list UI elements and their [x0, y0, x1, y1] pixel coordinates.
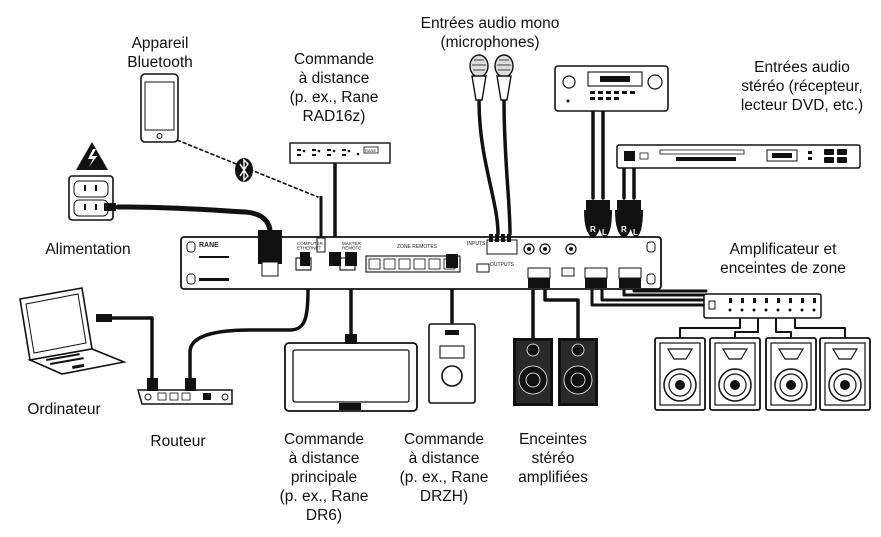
zone-speaker-wire-4	[794, 317, 846, 339]
label-power: Alimentation	[45, 241, 131, 258]
zone-speaker-4	[819, 337, 871, 411]
zone-speaker-wire-1	[679, 317, 741, 339]
rca-l-2: L	[633, 228, 638, 237]
main-remote-dr6	[284, 334, 418, 412]
computer-cable	[110, 316, 154, 380]
zone-amplifier	[703, 293, 822, 319]
rca-connectors: R L R L	[584, 200, 643, 238]
device-brand: RANE	[199, 242, 219, 249]
label-mono-inputs: Entrées audio mono(microphones)	[420, 15, 560, 51]
mic-cable-1	[477, 98, 500, 236]
amp-cable-1	[590, 288, 708, 307]
cables	[110, 98, 846, 380]
rca-r-1: R	[590, 225, 596, 234]
router-cable	[188, 288, 310, 380]
microphone-2	[494, 54, 514, 101]
zone-remotes-label: ZONE REMOTES	[397, 244, 438, 250]
inputs-label: INPUTS	[467, 241, 486, 247]
bluetooth-icon	[235, 158, 253, 182]
high-voltage-warning-icon	[76, 142, 108, 170]
laptop	[19, 287, 127, 375]
outputs-label: OUTPUTS	[490, 262, 515, 268]
zone-speaker-3	[765, 337, 817, 411]
router	[137, 378, 233, 405]
remote-drzh	[428, 323, 476, 404]
amp-cable-4	[632, 288, 708, 293]
zone-speaker-wire-2	[734, 317, 759, 339]
microphone-1	[469, 54, 489, 101]
rad16z-badge: RANE	[365, 148, 376, 153]
wall-outlet	[68, 175, 116, 221]
rca-r-2: R	[621, 225, 627, 234]
amp-cable-2	[600, 288, 708, 302]
remote-rad16z: RANE	[289, 142, 391, 164]
power-cable	[115, 204, 273, 235]
zone-speaker-2	[709, 337, 761, 411]
label-router: Routeur	[150, 433, 206, 450]
dvd-player	[616, 144, 861, 169]
rca-l-1: L	[602, 228, 607, 237]
powered-speaker-right	[558, 338, 598, 406]
zone-speaker-1	[654, 337, 706, 411]
powered-speaker-left	[513, 338, 553, 406]
amp-cable-3	[622, 288, 708, 297]
mic-cable-2	[502, 98, 512, 236]
powered-speaker-cable-2	[543, 288, 580, 340]
av-receiver	[554, 65, 669, 112]
label-computer: Ordinateur	[27, 401, 101, 418]
bluetooth-phone	[140, 73, 179, 143]
zone-speaker-wire-3	[775, 317, 792, 339]
